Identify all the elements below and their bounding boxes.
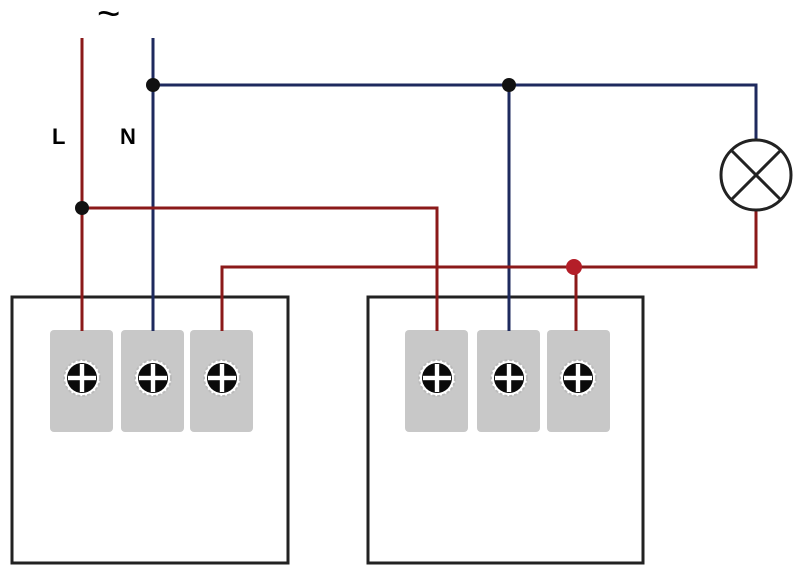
live-wiring xyxy=(80,38,758,331)
lamp-icon xyxy=(719,138,793,212)
junction-switched-live xyxy=(566,259,582,275)
neutral-label: N xyxy=(120,124,136,149)
switched-live-wire xyxy=(220,211,758,331)
live-bus-wire xyxy=(82,206,439,331)
junction-live-1 xyxy=(75,201,89,215)
neutral-wiring xyxy=(151,38,758,331)
neutral-bus-wire xyxy=(153,83,758,140)
live-label: L xyxy=(52,124,66,149)
switch-box-2 xyxy=(366,295,645,565)
junction-neutral-2 xyxy=(502,78,516,92)
switch-box-1 xyxy=(10,295,290,565)
junction-dots xyxy=(75,78,582,275)
junction-neutral-1 xyxy=(146,78,160,92)
terminal-block-1 xyxy=(50,330,253,432)
terminal-block-2 xyxy=(405,330,610,432)
ac-symbol: ~ xyxy=(97,0,121,36)
